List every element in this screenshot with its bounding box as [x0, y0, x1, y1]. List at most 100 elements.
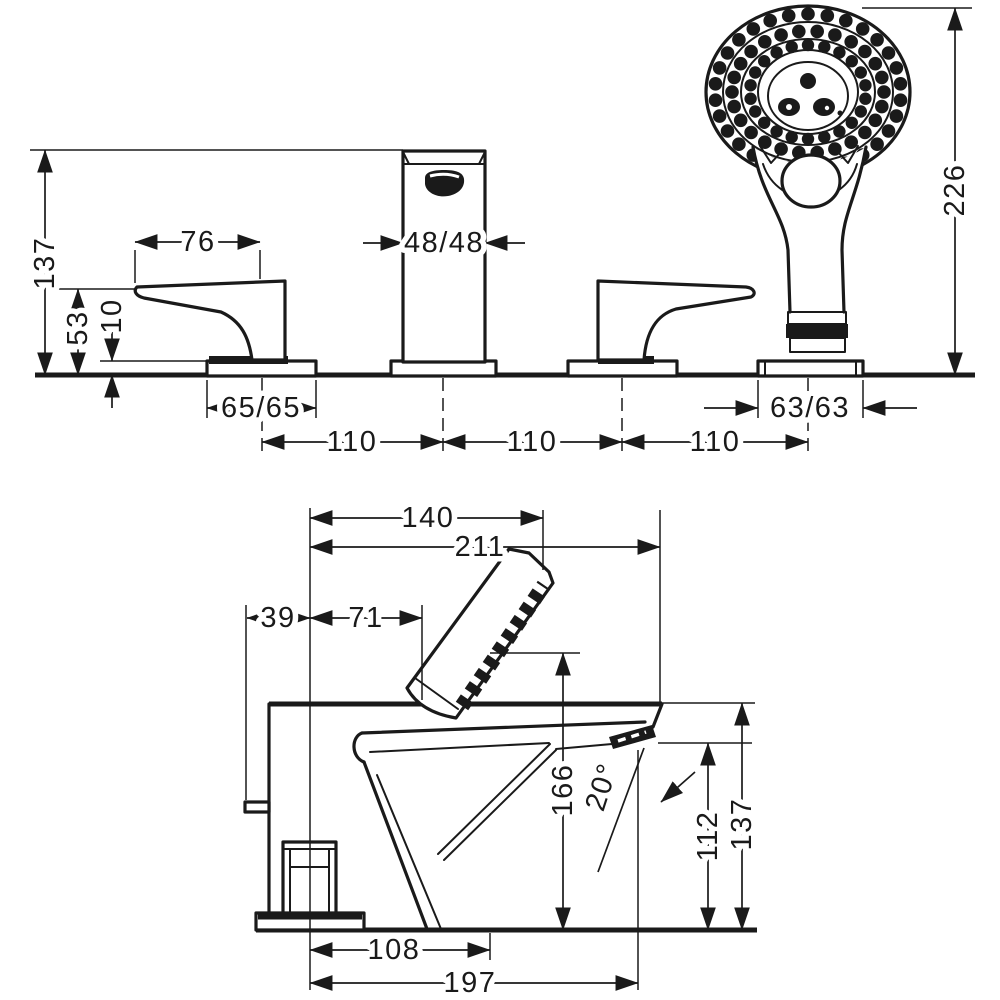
outlet-slots	[617, 730, 647, 743]
connector-band-1	[787, 311, 847, 325]
shower-notch-left	[759, 145, 783, 164]
spray-dot	[844, 35, 858, 49]
centre-nozzle-right	[813, 98, 835, 116]
spray-dot	[758, 55, 771, 68]
spray-dot	[770, 125, 783, 138]
spray-dot	[785, 40, 798, 54]
spray-dot	[758, 35, 772, 49]
left-handle	[133, 279, 318, 378]
spray-dot	[877, 85, 891, 99]
spray-dot	[727, 70, 741, 85]
dim-label-71: 71	[348, 602, 383, 634]
hand-shower	[704, 4, 912, 378]
angle-leader-arrow	[660, 771, 696, 803]
column-front-edge-2	[376, 774, 442, 930]
spray-dot	[845, 55, 858, 68]
blade-inner-edge	[369, 742, 550, 753]
spray-dot	[893, 77, 908, 91]
spray-dot	[839, 13, 853, 28]
front-view: 137 53 10 76 48/48 65/65 63/63 110 110	[24, 4, 977, 464]
spray-dot	[810, 24, 824, 39]
spray-dot	[712, 61, 727, 75]
spray-dot	[828, 28, 842, 42]
body-front-edge	[651, 702, 664, 729]
spray-dot	[870, 33, 884, 47]
left-handle-lever	[133, 279, 287, 362]
spray-dot	[844, 135, 858, 149]
spray-dot	[875, 99, 889, 114]
dim-label-110-b: 110	[507, 426, 558, 458]
shower-notch-right	[836, 145, 859, 164]
spray-dot	[708, 77, 723, 91]
spray-dot	[744, 92, 757, 105]
dim-label-166: 166	[547, 764, 579, 817]
spray-dot	[859, 92, 872, 105]
dim-label-140: 140	[402, 502, 455, 534]
spray-dot	[833, 46, 846, 59]
spray-dot	[746, 22, 761, 36]
dim-label-108: 108	[368, 934, 421, 966]
spray-dot	[801, 132, 815, 146]
spray-dot	[744, 125, 758, 140]
dim-label-110-a: 110	[327, 426, 378, 458]
spray-dot	[868, 56, 883, 71]
dim-label-48-48: 48/48	[404, 227, 484, 259]
spray-dot	[854, 105, 867, 118]
left-handle-shadow	[209, 356, 288, 364]
spray-dot	[749, 66, 762, 79]
spray-dot	[727, 99, 741, 114]
dim-label-front-137: 137	[29, 237, 61, 290]
shower-centre-face	[767, 61, 849, 131]
spray-dot	[881, 124, 896, 138]
blade-nose	[352, 731, 366, 764]
right-handle-lever	[596, 279, 756, 362]
dim-label-side-137: 137	[726, 798, 758, 851]
connector-band-2	[786, 324, 848, 338]
spray-dot	[732, 137, 746, 151]
spray-dot	[889, 61, 904, 75]
blade-rear-edge-1	[437, 743, 551, 855]
spray-dot	[785, 130, 798, 144]
spray-dot	[801, 7, 815, 21]
dim-label-53: 53	[62, 310, 94, 345]
spray-dot	[774, 142, 788, 156]
nozzle-pinhole-left	[786, 104, 792, 110]
spray-dot	[868, 113, 883, 128]
dim-label-10: 10	[96, 298, 128, 333]
dim-label-211: 211	[455, 531, 506, 563]
spray-dot	[720, 124, 735, 138]
spray-dot	[858, 125, 872, 140]
resting-shower-outline	[405, 547, 555, 720]
spray-dot	[758, 135, 772, 149]
shower-neck-right	[840, 145, 868, 314]
dim-label-65-65: 65/65	[221, 392, 301, 424]
spout-chamfer-left	[402, 151, 410, 165]
dim-label-63-63: 63/63	[770, 392, 850, 424]
nozzle-dot-small	[837, 110, 843, 116]
spray-dot	[875, 70, 889, 85]
spout-outlet-highlight	[429, 172, 460, 179]
shower-escutcheon	[756, 359, 865, 378]
dim-label-197: 197	[444, 967, 497, 999]
spray-dot	[712, 109, 727, 123]
spray-dot	[774, 28, 788, 42]
spray-dot	[870, 137, 884, 151]
spray-dot	[781, 8, 796, 23]
spray-dot	[845, 116, 858, 129]
spray-nozzle-dots	[708, 7, 908, 177]
spray-dot	[792, 24, 806, 39]
spray-dot	[763, 13, 777, 28]
spray-dot	[893, 93, 908, 107]
spray-dot	[744, 44, 758, 59]
connector-band-3	[789, 337, 846, 353]
dim-label-39: 39	[260, 602, 295, 634]
dim-label-76: 76	[180, 226, 215, 258]
spray-dot	[732, 33, 746, 47]
spray-dot	[818, 40, 831, 54]
nozzle-pinhole-right	[824, 105, 830, 111]
shower-neck-left	[751, 145, 792, 314]
shower-hang-hole	[780, 153, 842, 209]
dim-label-226: 226	[939, 164, 971, 217]
spray-dot	[770, 46, 783, 59]
